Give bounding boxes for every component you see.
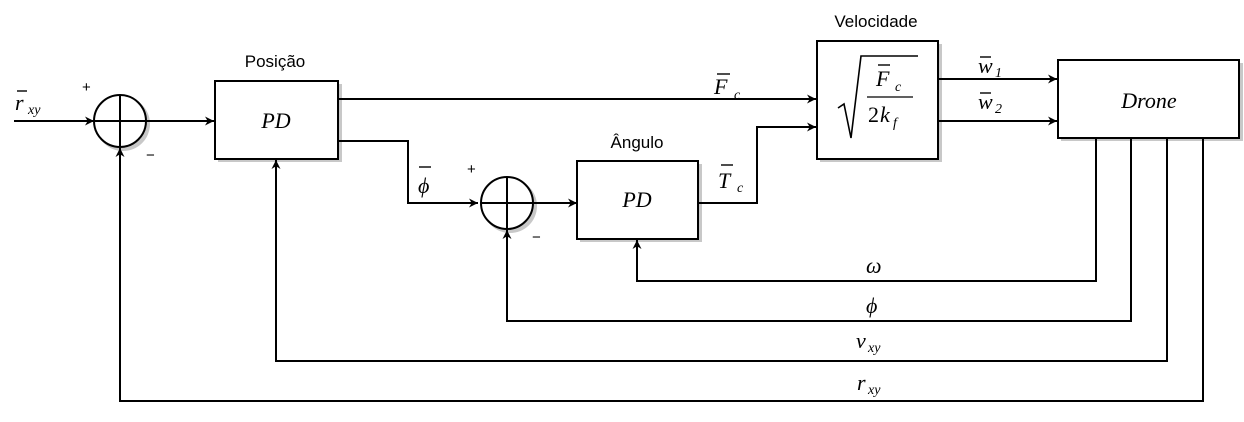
angulo-label: PD <box>621 187 651 212</box>
omega-feedback-wire <box>632 138 1097 282</box>
vxy-feedback-wire <box>271 138 1168 362</box>
tc-label: T c <box>718 164 744 196</box>
svg-text:c: c <box>895 80 902 95</box>
velocidade-block: F c 2 k f <box>816 40 942 162</box>
sum2-plus-sign: + <box>467 161 476 178</box>
svg-text:2: 2 <box>995 102 1002 117</box>
svg-text:F: F <box>875 66 890 91</box>
rxy-feedback-wire <box>115 138 1204 402</box>
sum2-minus-sign: − <box>532 229 541 246</box>
posicao-block: PD <box>214 80 342 162</box>
phi-ref-wire <box>338 140 478 208</box>
svg-text:f: f <box>893 116 899 131</box>
sum1-minus-sign: − <box>146 147 155 164</box>
svg-text:xy: xy <box>867 341 881 356</box>
input-label: r xy <box>15 90 41 118</box>
svg-text:k: k <box>880 102 891 127</box>
angulo-block: PD <box>576 160 702 242</box>
svg-text:w: w <box>978 89 993 114</box>
posicao-label: PD <box>260 108 290 133</box>
omega-label: ω <box>866 253 882 278</box>
w2-label: w 2 <box>978 89 1002 117</box>
drone-block: Drone <box>1057 59 1243 141</box>
angulo-caption: Ângulo <box>611 133 664 152</box>
svg-text:r: r <box>857 370 866 395</box>
summing-junction-2 <box>480 176 537 233</box>
svg-text:c: c <box>737 181 744 196</box>
svg-text:F: F <box>713 74 728 99</box>
svg-text:v: v <box>856 328 866 353</box>
phi-label: ϕ <box>866 293 877 318</box>
drone-label: Drone <box>1120 88 1177 113</box>
svg-text:c: c <box>734 88 741 103</box>
phi-feedback-wire <box>502 138 1132 322</box>
sqrt-symbol <box>837 55 918 139</box>
posicao-caption: Posição <box>245 52 305 71</box>
svg-text:xy: xy <box>27 103 41 118</box>
svg-text:r: r <box>15 90 24 115</box>
svg-text:1: 1 <box>995 66 1002 81</box>
svg-text:T: T <box>718 168 732 193</box>
phi-ref-label: ϕ <box>418 166 431 198</box>
sum1-plus-sign: + <box>82 79 91 96</box>
svg-text:w: w <box>978 53 993 78</box>
svg-text:ϕ: ϕ <box>418 173 429 198</box>
fc-label: F c <box>713 73 741 103</box>
w1-label: w 1 <box>978 53 1002 81</box>
svg-text:2: 2 <box>868 102 879 127</box>
rxy-label: r xy <box>857 370 881 398</box>
vxy-label: v xy <box>856 328 881 356</box>
svg-text:xy: xy <box>867 383 881 398</box>
velocidade-caption: Velocidade <box>834 12 917 31</box>
summing-junction-1 <box>93 94 150 151</box>
tc-wire <box>698 122 816 204</box>
